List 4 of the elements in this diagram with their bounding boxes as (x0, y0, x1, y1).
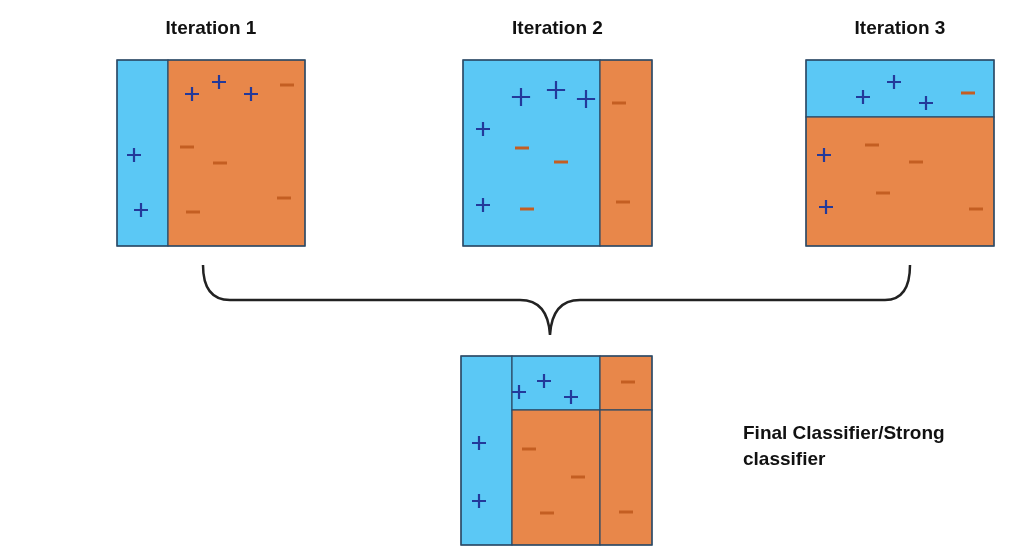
iteration-heading: Iteration 2 (511, 17, 604, 39)
classifier-caption: Final Classifier/Strong classifier (743, 421, 946, 471)
iteration-heading: Iteration 3 (853, 17, 947, 39)
iteration-heading: Iteration 1 (164, 17, 258, 39)
